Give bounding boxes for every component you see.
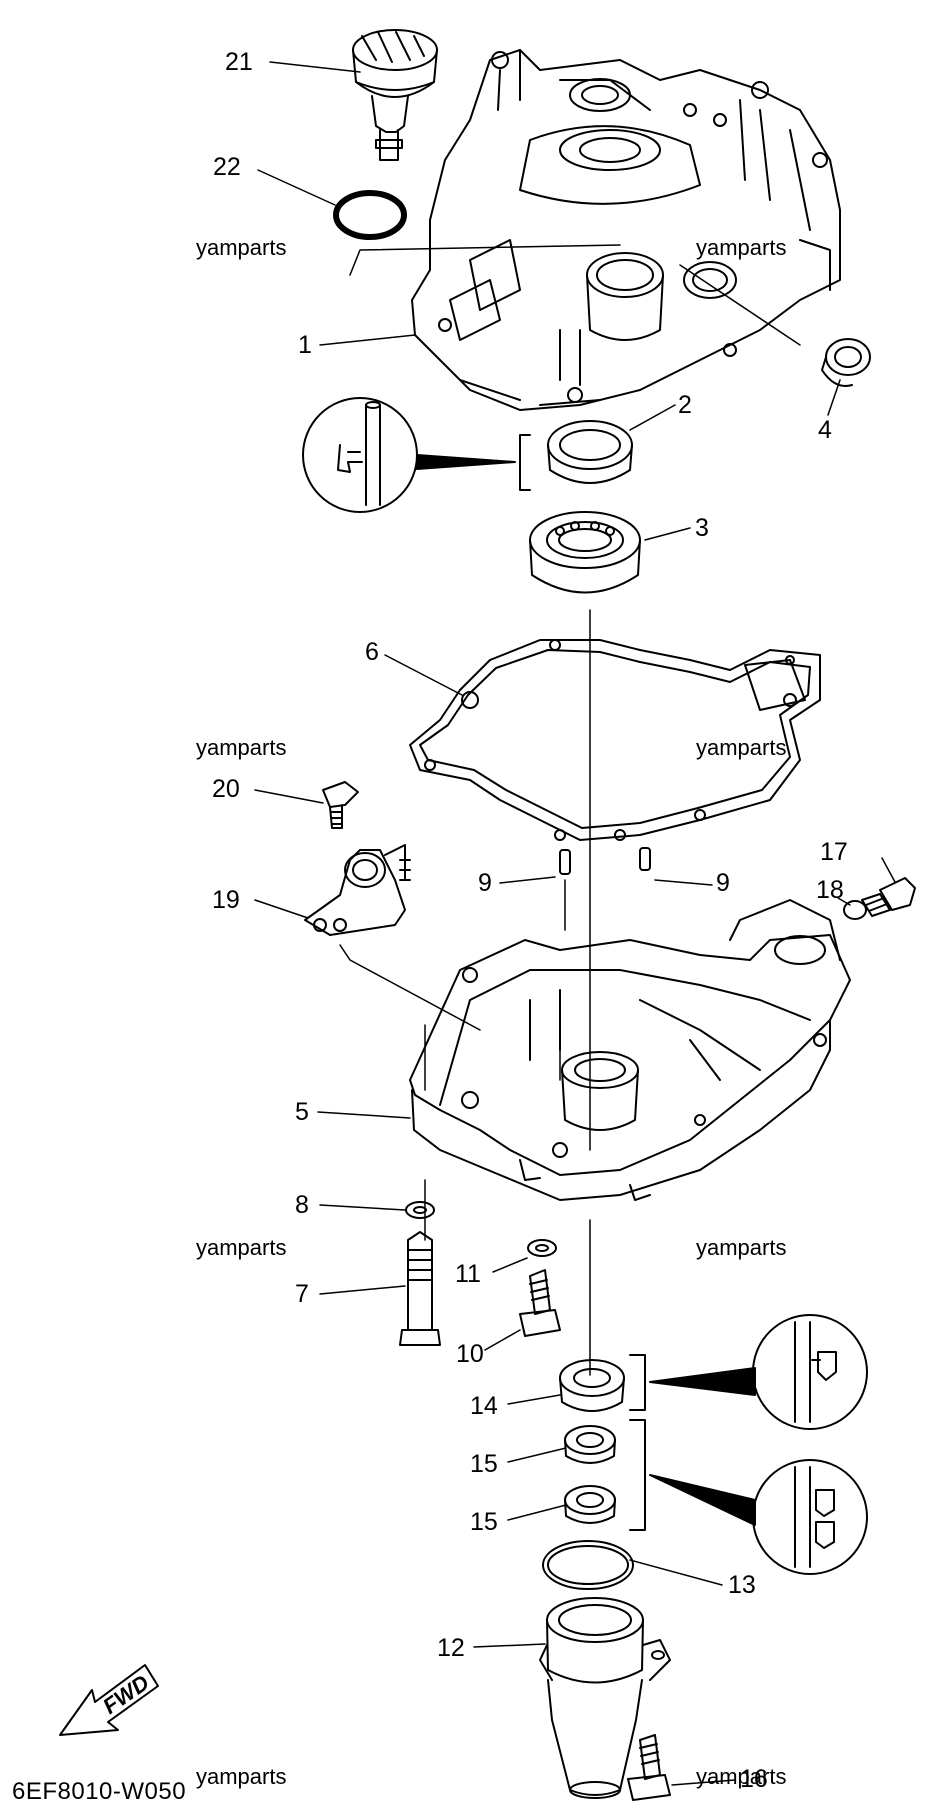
bearing-part-3 <box>529 511 641 594</box>
seal-detail-circle-middle <box>752 1314 868 1430</box>
callout-5: 5 <box>295 1098 309 1126</box>
housing-part-12 <box>539 1597 671 1799</box>
callout-19: 19 <box>212 886 240 914</box>
callout-8: 8 <box>295 1191 309 1219</box>
oil-seal-part-2 <box>547 420 633 484</box>
callout-21: 21 <box>225 48 253 76</box>
callout-13: 13 <box>728 1571 756 1599</box>
leader-lines <box>254 61 896 1786</box>
bolt-part-10 <box>519 1269 561 1337</box>
watermark: yamparts <box>196 235 287 260</box>
callout-3: 3 <box>695 514 709 542</box>
bolt-part-20 <box>322 781 359 829</box>
oil-seal-part-15-upper <box>564 1425 616 1464</box>
watermark: yamparts <box>196 1235 287 1260</box>
callout-4: 4 <box>818 416 832 444</box>
callout-18: 18 <box>816 876 844 904</box>
washer-part-18 <box>843 900 867 920</box>
bolt-part-16 <box>627 1734 671 1801</box>
callout-9-right: 9 <box>716 869 730 897</box>
oil-seal-part-15-lower <box>564 1485 616 1524</box>
washer-part-11 <box>527 1239 557 1257</box>
callout-10: 10 <box>456 1340 484 1368</box>
callout-15-upper: 15 <box>470 1450 498 1478</box>
fwd-label: FWD <box>98 1670 153 1719</box>
diagram-code: 6EF8010-W050 <box>12 1778 187 1805</box>
callout-20: 20 <box>212 775 240 803</box>
callout-12: 12 <box>437 1634 465 1662</box>
fwd-arrow-icon: FWD <box>59 1664 159 1736</box>
gasket-part-6 <box>409 639 821 841</box>
callout-17: 17 <box>820 838 848 866</box>
bearing-part-14 <box>559 1359 625 1412</box>
washer-part-8 <box>405 1201 435 1219</box>
upper-casing-part-1 <box>411 49 841 411</box>
o-ring-part-13 <box>542 1540 634 1590</box>
oil-pump-part-19 <box>304 844 411 936</box>
detail-brackets-bottom <box>629 1354 756 1531</box>
seal-detail-circle-bottom <box>752 1459 868 1575</box>
bolt-part-17 <box>861 877 916 917</box>
watermark: yamparts <box>196 1764 287 1789</box>
callout-22: 22 <box>213 153 241 181</box>
watermark: yamparts <box>696 1764 787 1789</box>
seal-detail-circle-top <box>302 397 531 513</box>
callout-14: 14 <box>470 1392 498 1420</box>
lower-casing-part-5 <box>409 899 851 1201</box>
o-ring-part-22 <box>333 190 407 240</box>
callout-15-lower: 15 <box>470 1508 498 1536</box>
watermark: yamparts <box>696 1235 787 1260</box>
callout-6: 6 <box>365 638 379 666</box>
dowel-pins-part-9 <box>559 847 651 875</box>
watermark: yamparts <box>196 735 287 760</box>
oil-filler-cap-part-21 <box>352 29 438 161</box>
callout-1: 1 <box>298 331 312 359</box>
callout-11: 11 <box>455 1260 481 1288</box>
long-bolt-part-7 <box>399 1231 441 1346</box>
watermark: yamparts <box>696 735 787 760</box>
callout-7: 7 <box>295 1280 309 1308</box>
watermark: yamparts <box>696 235 787 260</box>
callout-9-left: 9 <box>478 869 492 897</box>
callout-16: 16 <box>740 1765 768 1793</box>
oil-seal-part-4 <box>821 338 871 387</box>
callout-2: 2 <box>678 391 692 419</box>
